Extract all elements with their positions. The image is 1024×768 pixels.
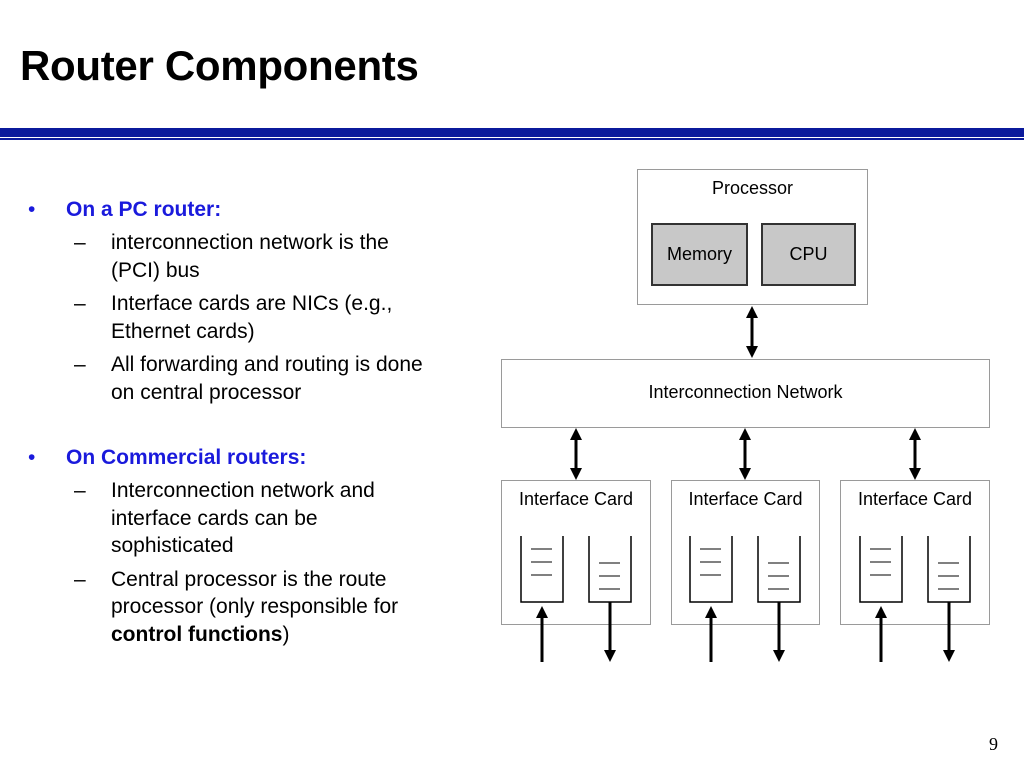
bullet-dot-icon: • bbox=[28, 198, 36, 221]
sub-bullet-line: Central processor is the route bbox=[111, 567, 387, 591]
processor-label: Processor bbox=[711, 178, 794, 198]
output-queue-icon bbox=[757, 536, 801, 603]
interface-card: Interface Card bbox=[671, 480, 820, 625]
title-rule-thick bbox=[0, 128, 1024, 137]
bold-text: control functions bbox=[111, 622, 283, 646]
sub-bullet-line: (PCI) bus bbox=[111, 258, 200, 282]
cpu-box: CPU bbox=[761, 223, 856, 286]
interface-card-label: Interface Card bbox=[688, 489, 803, 509]
interconnection-network-box: Interconnection Network bbox=[501, 359, 990, 428]
sub-bullet-line: All forwarding and routing is done bbox=[111, 353, 423, 376]
sub-bullet: – Interface cards are NICs (e.g., Ethern… bbox=[28, 290, 498, 345]
sub-bullet-line: on central processor bbox=[111, 380, 302, 404]
title-rule-thin bbox=[0, 138, 1024, 140]
sub-bullet: – Interconnection network and interface … bbox=[28, 477, 498, 560]
sub-bullet-line: processor (only responsible for bbox=[111, 595, 399, 618]
sub-bullet-line: interface cards can be bbox=[111, 506, 318, 530]
dash-icon: – bbox=[74, 353, 86, 376]
processor-box: Processor Memory CPU bbox=[637, 169, 868, 305]
bullet-commercial-routers: • On Commercial routers: bbox=[28, 444, 498, 471]
interface-card: Interface Card bbox=[840, 480, 990, 625]
sub-bullet-line: Interconnection network and bbox=[111, 479, 375, 502]
sub-bullet: – interconnection network is the (PCI) b… bbox=[28, 229, 498, 284]
interconnection-network-label: Interconnection Network bbox=[648, 382, 843, 402]
bullet-pc-router: • On a PC router: bbox=[28, 196, 498, 223]
bullet-heading: On a PC router: bbox=[66, 198, 222, 221]
dash-icon: – bbox=[74, 231, 86, 254]
sub-bullet-line: sophisticated bbox=[111, 534, 234, 557]
cpu-label: CPU bbox=[789, 244, 828, 264]
memory-box: Memory bbox=[651, 223, 748, 286]
bullet-dot-icon: • bbox=[28, 446, 36, 469]
input-queue-icon bbox=[520, 536, 564, 603]
interface-card: Interface Card bbox=[501, 480, 651, 625]
interface-card-label: Interface Card bbox=[857, 489, 973, 509]
text-tail: ) bbox=[282, 622, 290, 646]
sub-bullet-line: Ethernet cards) bbox=[111, 319, 255, 343]
output-queue-icon bbox=[588, 536, 632, 603]
dash-icon: – bbox=[74, 567, 86, 591]
slide-title: Router Components bbox=[20, 42, 419, 89]
input-queue-icon bbox=[689, 536, 733, 603]
page-number: 9 bbox=[989, 734, 998, 754]
sub-bullet-line: interconnection network is the bbox=[111, 231, 389, 254]
bullet-list: • On a PC router: – interconnection netw… bbox=[28, 196, 498, 648]
dash-icon: – bbox=[74, 479, 86, 502]
bullet-heading: On Commercial routers: bbox=[66, 446, 307, 469]
input-queue-icon bbox=[859, 536, 903, 603]
sub-bullet: – All forwarding and routing is done on … bbox=[28, 351, 498, 406]
dash-icon: – bbox=[74, 292, 86, 315]
memory-label: Memory bbox=[666, 244, 732, 264]
output-queue-icon bbox=[927, 536, 971, 603]
sub-bullet: – Central processor is the route process… bbox=[28, 566, 498, 649]
sub-bullet-line: Interface cards are NICs (e.g., bbox=[111, 292, 393, 315]
interface-card-label: Interface Card bbox=[518, 489, 634, 509]
